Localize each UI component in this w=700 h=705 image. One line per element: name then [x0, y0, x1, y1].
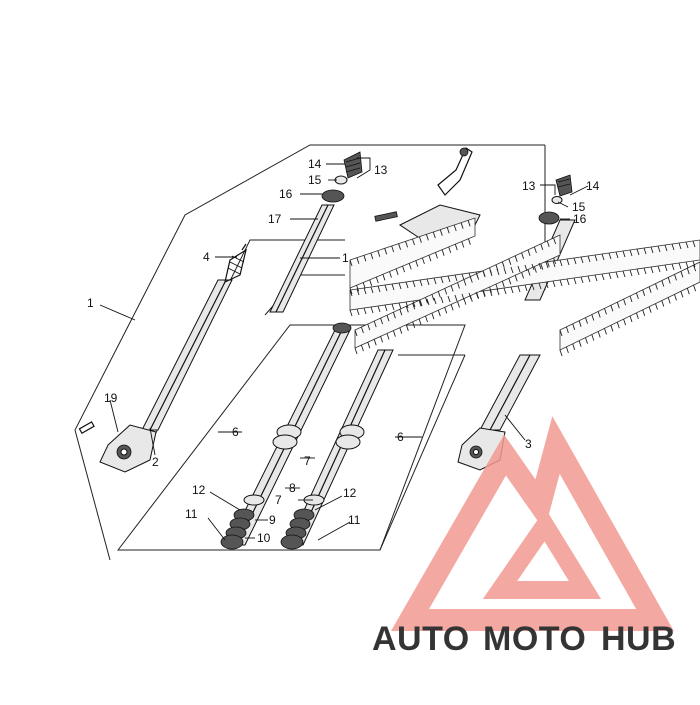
watermark-hub: HUB: [601, 620, 676, 658]
callout-1-inner: 1: [342, 251, 349, 265]
callout-1: 1: [87, 296, 94, 310]
callout-4: 4: [203, 250, 210, 264]
subassembly-box-right-edge: [379, 354, 466, 551]
callout-11-right: 11: [348, 513, 361, 527]
callout-14-left: 14: [308, 157, 322, 171]
callout-17: 17: [268, 212, 282, 226]
automotohub-watermark: AUTO MOTO HUB: [372, 416, 676, 658]
callout-10: 10: [257, 531, 271, 545]
callout-13-right: 13: [522, 179, 536, 193]
callout-15-right: 15: [572, 200, 586, 214]
callout-7-left: 7: [275, 493, 282, 507]
callout-labels: 1 1 2 3 4 6 6 7 7 8 9 10 11 11 12 12 13 …: [87, 157, 600, 545]
cap-assembly-left: [321, 151, 363, 203]
watermark-logo-triangle: [390, 416, 674, 631]
watermark-auto: AUTO: [372, 620, 470, 658]
callout-7-right: 7: [304, 454, 311, 468]
callout-14-right: 14: [586, 179, 600, 193]
callout-15-left: 15: [308, 173, 322, 187]
callout-13-left: 13: [374, 163, 388, 177]
callout-3: 3: [525, 437, 532, 451]
callout-12-right: 12: [343, 486, 357, 500]
fork-leg-left: [78, 243, 247, 473]
callout-16-right: 16: [573, 212, 587, 226]
callout-6-right: 6: [397, 430, 404, 444]
watermark-logo-inner: [482, 508, 602, 599]
callout-2: 2: [152, 455, 159, 469]
callout-12-left: 12: [192, 483, 206, 497]
callout-9: 9: [269, 513, 276, 527]
fork-tube-center-left: [220, 322, 352, 550]
serrated-overlay: [349, 217, 700, 357]
leader-lines: [99, 157, 589, 541]
callout-16-left: 16: [279, 187, 293, 201]
damper-rod: [269, 204, 335, 313]
fork-tube-center-right: [280, 349, 394, 550]
callout-11-left: 11: [185, 507, 198, 521]
subassembly-box-left: [116, 324, 466, 551]
callout-19: 19: [104, 391, 118, 405]
callout-8: 8: [289, 481, 296, 495]
watermark-moto: MOTO: [483, 620, 586, 658]
assembly-boundary: [74, 144, 545, 561]
cap-assembly-right: [538, 174, 573, 225]
callout-6-left: 6: [232, 425, 239, 439]
inner-tube-box: [149, 239, 345, 446]
